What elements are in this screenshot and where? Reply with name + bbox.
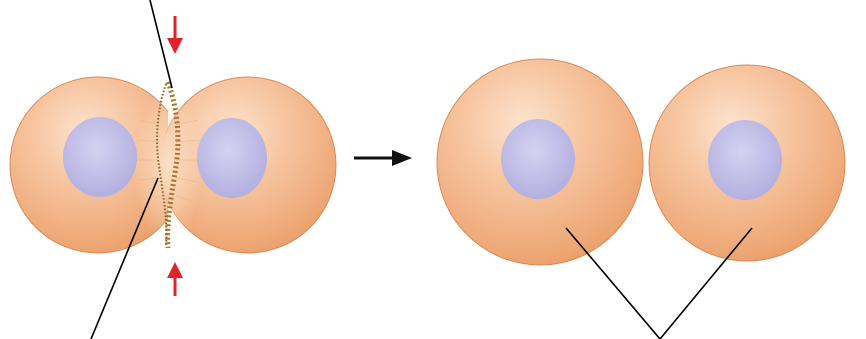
constriction-arrow-bottom — [167, 262, 183, 296]
daughter-nucleus-left — [501, 119, 575, 199]
left-nucleus — [63, 117, 137, 197]
daughter-nucleus-right — [708, 120, 782, 200]
constriction-arrow-top — [167, 16, 183, 54]
right-nucleus — [197, 118, 267, 198]
transition-arrow — [354, 150, 412, 166]
daughter-cells — [437, 59, 845, 265]
leader-line-top — [150, 0, 172, 88]
dividing-cell — [10, 16, 336, 296]
